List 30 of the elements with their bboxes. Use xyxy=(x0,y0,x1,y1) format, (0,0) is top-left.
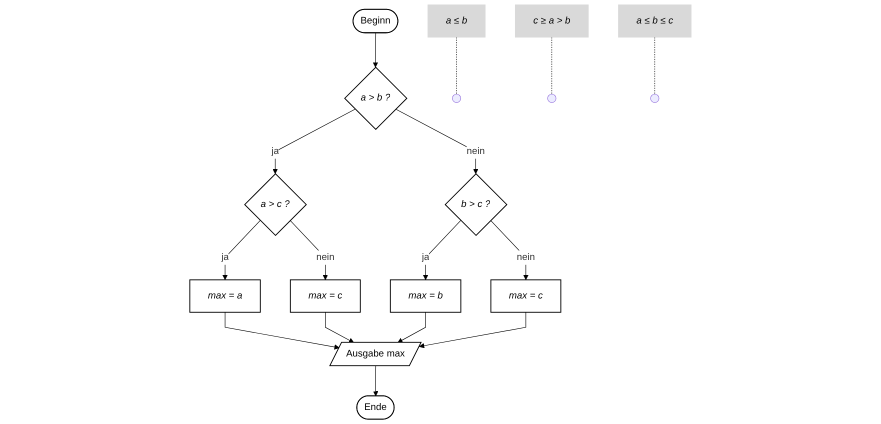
connector xyxy=(456,36,457,94)
arrow xyxy=(222,220,261,280)
edge-label: nein xyxy=(466,146,485,156)
node-box: a ≤ b ≤ c xyxy=(618,4,692,38)
node-diamond: a > b ? xyxy=(344,66,408,130)
node-box: max = c xyxy=(490,279,562,313)
edge-label: ja xyxy=(271,146,279,156)
node-box: c ≥ a > b xyxy=(514,4,589,38)
edge-label: ja xyxy=(221,252,229,262)
arrow xyxy=(373,366,378,396)
node-box: max = c xyxy=(290,279,361,313)
arrow xyxy=(398,312,426,343)
node-diamond: a > c ? xyxy=(244,173,307,236)
arrow xyxy=(272,108,356,174)
node-diamond: b > c ? xyxy=(444,173,508,236)
arrow xyxy=(224,312,340,350)
arrow xyxy=(419,312,526,348)
node-box: max = a xyxy=(189,279,261,313)
arrow xyxy=(290,220,328,280)
node-box: max = b xyxy=(390,279,462,313)
edge-label: nein xyxy=(516,252,535,262)
connector xyxy=(654,36,656,94)
arrow xyxy=(372,32,378,68)
arrow xyxy=(490,220,528,280)
node-box: a ≤ b xyxy=(428,4,486,38)
arrow xyxy=(395,108,478,174)
arrow xyxy=(422,220,462,280)
arrow xyxy=(325,312,354,343)
edge-label: ja xyxy=(422,252,430,262)
edge-label: nein xyxy=(316,252,334,262)
